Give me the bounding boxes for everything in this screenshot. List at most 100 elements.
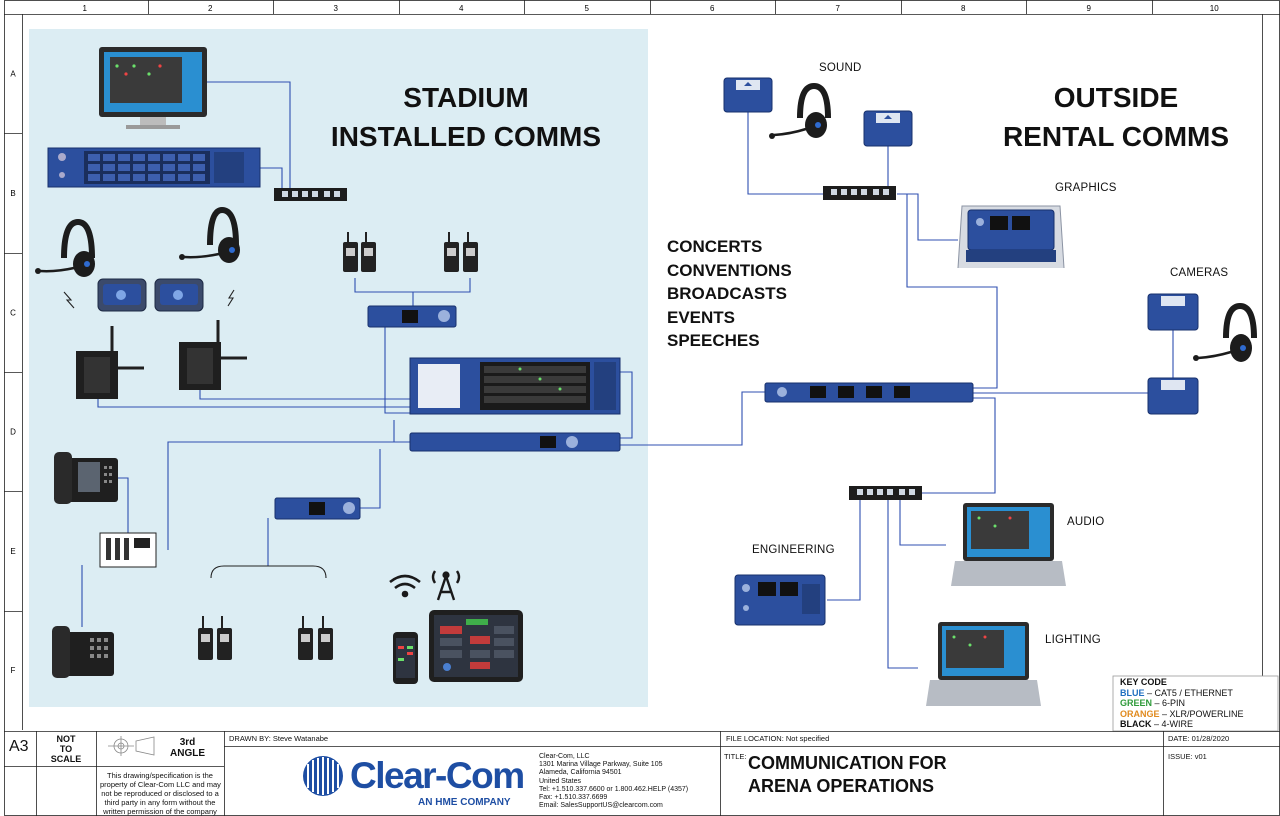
column-label: 5	[585, 4, 590, 13]
beltpack	[723, 77, 773, 113]
desktop-station	[734, 574, 826, 626]
column-label: 8	[961, 4, 966, 13]
title-block	[4, 731, 1280, 816]
date: DATE: 01/28/2020	[1168, 734, 1230, 743]
row-labels: A B C D E F	[10, 70, 16, 676]
file-location: FILE LOCATION: Not specified	[726, 734, 830, 743]
row-label: C	[10, 308, 16, 317]
key-code: KEY CODE BLUE – CAT5 / ETHERNET GREEN – …	[1120, 677, 1244, 730]
area-label-lighting: LIGHTING	[1045, 634, 1101, 646]
wifi-icon	[389, 574, 421, 598]
network-switch	[823, 186, 896, 200]
headset	[769, 82, 831, 139]
smartphone	[393, 632, 418, 684]
rental-frame	[764, 382, 974, 403]
beltpack	[863, 110, 913, 147]
wireless-transceiver	[179, 320, 247, 390]
key-code-title: KEY CODE	[1120, 677, 1167, 687]
clear-com-logo: Clear-Com	[350, 755, 525, 796]
wireless-transceiver	[76, 326, 144, 399]
column-label: 4	[459, 4, 464, 13]
key-entry-orange: ORANGE – XLR/POWERLINE	[1120, 708, 1244, 719]
key-entry-black: BLACK – 4-WIRE	[1120, 719, 1194, 729]
headset	[179, 237, 240, 263]
event-type: CONCERTS	[667, 237, 763, 256]
desktop-station	[957, 205, 1065, 269]
radio-interface	[274, 497, 361, 520]
column-label: 10	[1210, 4, 1219, 13]
area-label-graphics: GRAPHICS	[1055, 182, 1117, 194]
heading-line: RENTAL COMMS	[1002, 121, 1230, 152]
key-entry-blue: BLUE – CAT5 / ETHERNET	[1120, 687, 1233, 698]
area-label-cameras: CAMERAS	[1170, 267, 1229, 279]
outside-heading: OUTSIDE RENTAL COMMS	[1000, 78, 1232, 156]
clear-com-logo-icon	[303, 756, 343, 796]
key-code-box	[1112, 675, 1279, 732]
computer-monitor	[99, 47, 207, 129]
heading-line: INSTALLED COMMS	[330, 121, 602, 152]
desk-phone	[54, 452, 118, 504]
wireless-beltpack	[97, 278, 147, 312]
radio-interface	[367, 305, 457, 328]
walkie-talkie	[198, 616, 232, 660]
telephone-hybrid	[99, 532, 157, 568]
row-ticks	[4, 133, 22, 612]
area-label-audio: AUDIO	[1067, 516, 1105, 528]
heading-line: STADIUM	[403, 82, 529, 113]
column-label: 3	[334, 4, 339, 13]
column-label: 2	[208, 4, 213, 13]
issue: ISSUE: v01	[1168, 752, 1207, 761]
headset	[1193, 302, 1257, 362]
connections	[81, 81, 1174, 669]
matrix-frame	[47, 147, 261, 188]
area-label-engineering: ENGINEERING	[752, 544, 835, 556]
column-label: 9	[1087, 4, 1092, 13]
drawn-by: DRAWN BY: Steve Watanabe	[229, 734, 329, 743]
key-entry-green: GREEN – 6-PIN	[1120, 698, 1186, 708]
laptop-lighting	[926, 622, 1041, 706]
walkie-talkie	[298, 616, 333, 660]
antenna-tower-icon	[431, 570, 461, 601]
walkie-talkie	[343, 232, 376, 272]
logo-tagline: AN HME COMPANY	[418, 797, 511, 808]
laptop-audio	[951, 503, 1066, 586]
headset	[35, 251, 95, 277]
column-ticks	[148, 0, 1153, 14]
row-label: E	[10, 547, 15, 556]
beltpack	[1147, 377, 1199, 415]
matrix-main-frame	[409, 357, 621, 415]
event-type: BROADCASTS	[667, 284, 787, 303]
tablet	[429, 610, 523, 682]
beltpack	[1147, 293, 1199, 331]
heading-line: OUTSIDE	[1053, 82, 1179, 113]
row-label: F	[11, 666, 16, 675]
area-label-sound: SOUND	[819, 62, 862, 74]
third-angle-symbol	[108, 736, 155, 756]
stadium-heading: STADIUM INSTALLED COMMS	[330, 78, 602, 156]
event-type: SPEECHES	[667, 331, 760, 350]
walkie-talkie	[444, 232, 478, 272]
network-switch	[849, 486, 922, 500]
row-label: B	[10, 189, 15, 198]
network-switch	[274, 188, 347, 201]
row-label: A	[10, 70, 16, 79]
event-types-list: CONCERTS CONVENTIONS BROADCASTS EVENTS S…	[667, 235, 792, 353]
column-label: 7	[836, 4, 841, 13]
wireless-brackets	[63, 289, 327, 579]
wireless-beltpack	[154, 278, 204, 312]
sheet-size: A3	[9, 738, 29, 755]
event-type: EVENTS	[667, 307, 736, 327]
headset	[207, 206, 239, 246]
event-type: CONVENTIONS	[667, 260, 792, 280]
title-label: TITLE:	[724, 752, 747, 761]
headset	[61, 218, 95, 259]
column-label: 1	[83, 4, 88, 13]
row-label: D	[10, 428, 16, 437]
